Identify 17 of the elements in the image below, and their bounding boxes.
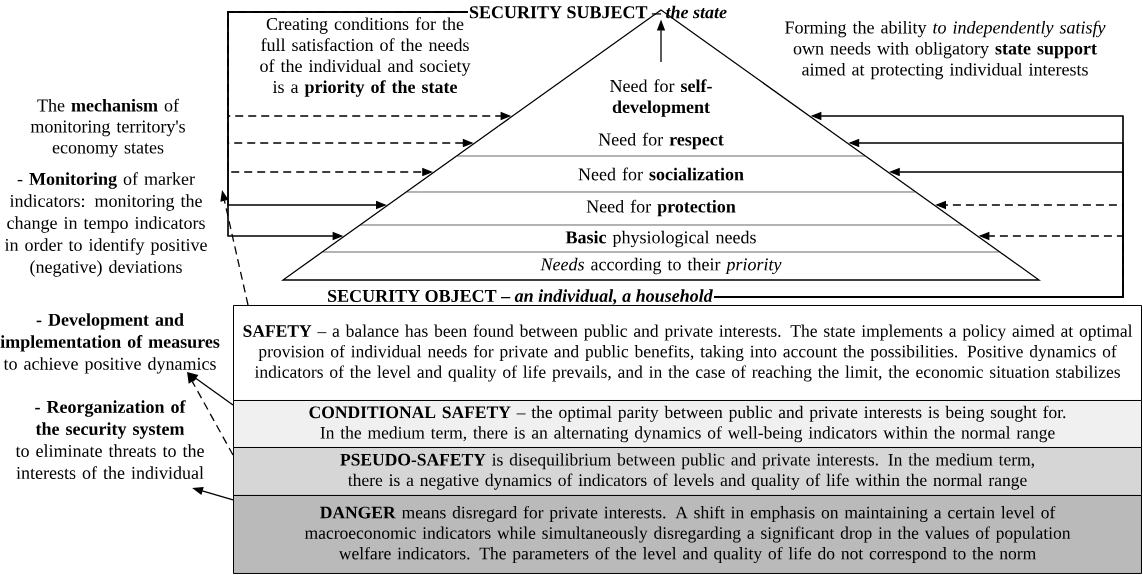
note-text: Creating conditions for the full satisfaction of the needs of the individual and society is a priority of the state bbox=[260, 17, 471, 97]
measure-text: - Monitoring of marker indicators: monitoring the change in tempo indicators in order to identify positive (negative) deviations bbox=[4, 172, 207, 277]
state-box: PSEUDO-SAFETY is disequilibrium between public and private interests. In the medium term, there is a negative dynamics of indicators of levels and quality of life within the normal range bbox=[233, 447, 1142, 496]
pyramid-level: Need for socialization bbox=[405, 155, 917, 193]
measure-text: - Development and implementation of measures to achieve positive dynamics bbox=[0, 313, 220, 374]
heading: SECURITY OBJECT – an individual, a household bbox=[326, 288, 714, 306]
note-text: The mechanism of monitoring territory's economy states bbox=[30, 98, 185, 158]
state-box: CONDITIONAL SAFETY – the optimal parity between public and private interests is being sought for. In the medium term, there is an alternating dynamics of well-being indicators within the normal range bbox=[233, 400, 1142, 448]
heading: SECURITY SUBJECT – the state bbox=[468, 4, 729, 20]
note-text: Forming the ability to independently satisfy own needs with obligatory state support aimed at protecting individual interests bbox=[785, 20, 1106, 80]
state-box: DANGER means disregard for private interests. A shift in emphasis on maintaining a certain level of macroeconomic indicators while simultaneously disregarding a significant drop in the values of population welfare indicators. The parameters of the level and quality of life do not correspond to the norm bbox=[233, 495, 1142, 574]
state-box: SAFETY – a balance has been found between public and private interests. The state implements a policy aimed at optimal provision of individual needs for private and public benefits, taking into account the possibilities. Positive dynamics of indicators of the level and quality of life prevails, and in the case of reaching the limit, the economic situation stabilizes bbox=[233, 305, 1142, 401]
pyramid-level: Needs according to their priority bbox=[281, 251, 1042, 281]
pyramid-level: Need for respect bbox=[455, 125, 867, 157]
measure-text: - Reorganization of the security system to eliminate threats to the interests of the individual bbox=[15, 400, 204, 480]
pyramid-level: Need for protection bbox=[359, 191, 963, 226]
pyramid-level: Basic physiological needs bbox=[321, 224, 1001, 253]
